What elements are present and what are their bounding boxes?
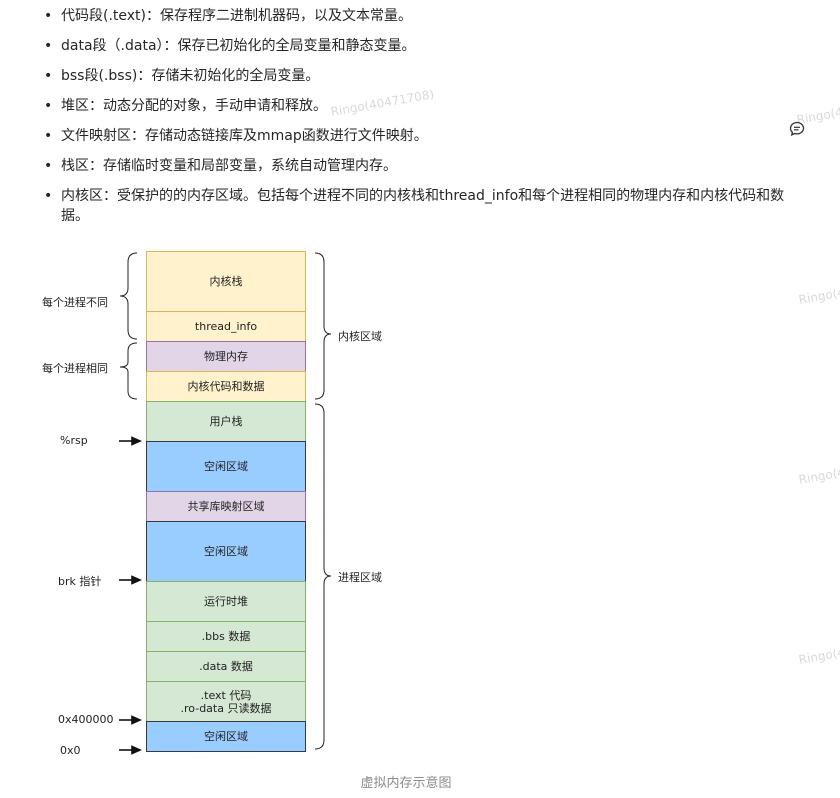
- bullet-kernel: 内核区：受保护的的内存区域。包括每个进程不同的内核栈和thread_info和每…: [44, 186, 791, 226]
- block-user-stack: 用户栈: [146, 401, 306, 442]
- block-label: thread_info: [194, 320, 258, 333]
- block-label: 运行时堆: [204, 595, 248, 608]
- arrow-head: [131, 745, 142, 755]
- bullet-heap: 堆区：动态分配的对象，手动申请和释放。: [44, 96, 804, 116]
- label-per-process-different: 每个进程不同: [42, 296, 108, 309]
- block-free-area: 空闲区域: [146, 721, 306, 752]
- block-text-rodata: .text 代码 .ro-data 只读数据: [146, 681, 306, 722]
- block-label: .text 代码 .ro-data 只读数据: [180, 688, 272, 715]
- bullet-stack: 栈区：存储临时变量和局部变量，系统自动管理内存。: [44, 156, 804, 176]
- block-label: .bbs 数据: [201, 630, 251, 643]
- label-0x400000: 0x400000: [58, 713, 114, 726]
- block-physical-memory: 物理内存: [146, 341, 306, 372]
- left-brace: [119, 252, 138, 340]
- bullet-bss-segment: bss段(.bss)：存储未初始化的全局变量。: [44, 66, 804, 86]
- right-brace: [314, 403, 332, 750]
- block-runtime-heap: 运行时堆: [146, 581, 306, 622]
- bullet-list: 代码段(.text)：保存程序二进制机器码，以及文本常量。 data段（.dat…: [44, 6, 804, 236]
- arrow-head: [131, 436, 142, 446]
- block-label: 空闲区域: [204, 545, 248, 558]
- right-brace: [314, 252, 332, 400]
- block-label: 共享库映射区域: [187, 500, 265, 513]
- block-kernel-code-data: 内核代码和数据: [146, 371, 306, 402]
- block-free-area: 空闲区域: [146, 521, 306, 582]
- block-label: 内核代码和数据: [187, 380, 265, 393]
- bullet-mmap: 文件映射区：存储动态链接库及mmap函数进行文件映射。: [44, 126, 804, 146]
- block-bss: .bbs 数据: [146, 621, 306, 652]
- bullet-text-segment: 代码段(.text)：保存程序二进制机器码，以及文本常量。: [44, 6, 804, 26]
- block-label: 内核栈: [209, 275, 243, 288]
- figure-caption: 虚拟内存示意图: [360, 776, 452, 791]
- comment-icon[interactable]: [789, 121, 805, 137]
- arrow-head: [131, 575, 142, 585]
- left-brace: [119, 342, 138, 400]
- block-shared-lib: 共享库映射区域: [146, 491, 306, 522]
- arrow-head: [131, 715, 142, 725]
- label-per-process-same: 每个进程相同: [42, 362, 108, 375]
- block-data: .data 数据: [146, 651, 306, 682]
- label-brk: brk 指针: [58, 575, 102, 588]
- block-kernel-stack: 内核栈: [146, 251, 306, 312]
- bullet-data-segment: data段（.data）：保存已初始化的全局变量和静态变量。: [44, 36, 804, 56]
- label-0x0: 0x0: [60, 744, 81, 757]
- block-label: 空闲区域: [204, 730, 248, 743]
- block-label: 用户栈: [209, 415, 243, 428]
- label-rsp: %rsp: [60, 434, 88, 447]
- block-thread-info: thread_info: [146, 311, 306, 342]
- label-kernel-region: 内核区域: [338, 330, 382, 343]
- block-label: 空闲区域: [204, 460, 248, 473]
- label-process-region: 进程区域: [338, 571, 382, 584]
- block-label: 物理内存: [204, 350, 248, 363]
- block-label: .data 数据: [199, 660, 253, 673]
- block-free-area: 空闲区域: [146, 441, 306, 492]
